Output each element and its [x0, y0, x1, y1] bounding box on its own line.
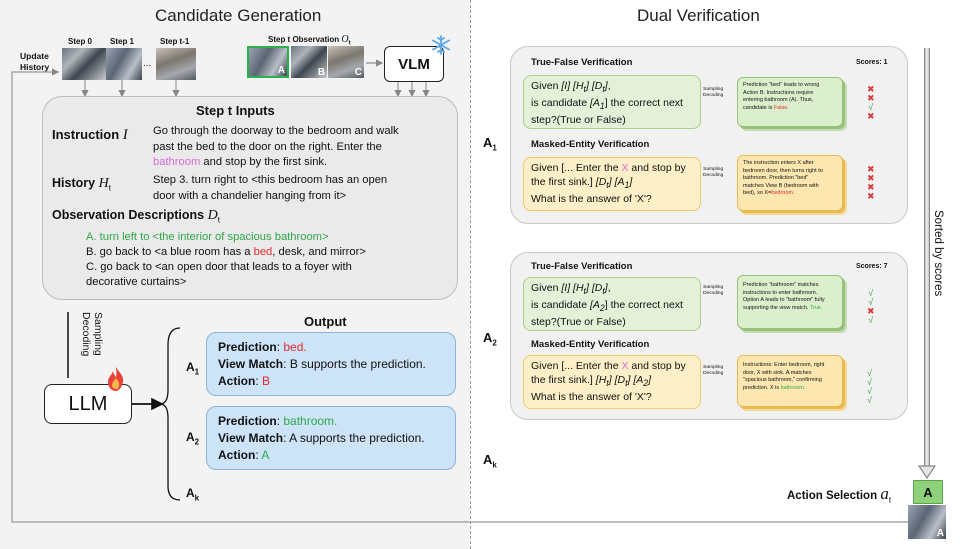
me-question-a2: Given [... Enter the X and stop by the f… [523, 355, 701, 409]
verification-label-ak: Ak [483, 452, 497, 470]
me-result-a2: Instructions: Enter bedroom, right door,… [737, 355, 843, 407]
action-selection-label: Action Selection at [787, 484, 892, 505]
candidate-label-ak: Ak [186, 486, 200, 503]
tf-result-a2: Prediction "bathroom" matches instructio… [737, 275, 843, 329]
history-ellipsis: ... [143, 58, 152, 69]
candidate-generation-title: Candidate Generation [155, 6, 322, 25]
observation-label: Step t Observation Ot [268, 34, 351, 47]
tf-question-a1: Given [I] [Ht] [Dt], is candidate [A1] t… [523, 75, 701, 129]
observation-frame-c: C [328, 46, 364, 78]
observation-options: A. turn left to <the interior of spaciou… [86, 230, 452, 290]
frozen-snowflake-icon [432, 35, 450, 55]
observation-descriptions-label: Observation Descriptions Dt [52, 208, 220, 225]
score-a1: Scores: 1 [856, 59, 888, 66]
trainable-fire-icon [108, 367, 124, 391]
observation-frame-a: A [247, 46, 289, 78]
tf-marks-a1: ✖ ✖ √ ✖ [867, 84, 875, 121]
verification-label-a1: A1 [483, 135, 497, 153]
option-a: A. turn left to <the interior of spaciou… [86, 231, 329, 243]
dual-verification-title: Dual Verification [637, 6, 760, 25]
panel-divider [470, 0, 471, 549]
history-frame-t-1 [156, 48, 196, 80]
tf-question-a2: Given [I] [Ht] [Dt], is candidate [A2] t… [523, 277, 701, 331]
step-label-1: Step 1 [110, 37, 135, 46]
option-b: B. go back to <a blue room has a bed, de… [86, 246, 366, 258]
history-label: History Ht [52, 176, 111, 193]
selected-action-box: A [913, 480, 943, 504]
me-marks-a1: ✖ ✖ ✖ ✖ [867, 164, 875, 201]
candidate-output-a2: Prediction: bathroom. View Match: A supp… [206, 406, 456, 470]
candidate-bracket [159, 327, 181, 501]
candidate-label-a2: A2 [186, 430, 200, 447]
step-label-0: Step 0 [68, 37, 93, 46]
tf-marks-a2: √ √ ✖ √ [867, 288, 875, 325]
sorted-by-scores-label: Sorted by scores [932, 210, 944, 297]
me-question-a1: Given [... Enter the X and stop by the f… [523, 157, 701, 211]
vlm-box: VLM [384, 46, 444, 82]
instruction-label: Instruction I [52, 127, 128, 143]
me-result-a1: The instruction enters X after bedroom d… [737, 155, 843, 211]
verification-block-a1: True-False Verification Scores: 1 Given … [510, 46, 908, 224]
update-history-label: Update History [20, 51, 50, 72]
tf-title-a1: True-False Verification [531, 57, 633, 68]
sampling-decoding-label: Sampling Decoding [80, 312, 104, 357]
me-marks-a2: √ √ √ √ [867, 368, 872, 405]
instruction-text: Go through the doorway to the bedroom an… [153, 125, 399, 168]
step-inputs-title: Step t Inputs [196, 103, 275, 118]
observation-frame-b: B [291, 46, 327, 78]
tf-result-a1: Prediction "bed" leads to wrong Action B… [737, 77, 843, 127]
verification-label-a2: A2 [483, 330, 497, 348]
score-a2: Scores: 7 [856, 263, 888, 270]
me-title-a2: Masked-Entity Verification [531, 339, 650, 350]
history-frame-0 [62, 48, 106, 80]
history-frame-1 [106, 48, 142, 80]
update-history-feedback-line [11, 68, 908, 523]
candidate-label-a1: A1 [186, 360, 200, 377]
step-label-t-1: Step t-1 [160, 37, 190, 46]
selected-view-frame: A [908, 505, 946, 539]
tf-title-a2: True-False Verification [531, 261, 633, 272]
verification-block-a2: True-False Verification Scores: 7 Given … [510, 252, 908, 420]
option-c: C. go back to <an open door that leads t… [86, 261, 352, 273]
me-title-a1: Masked-Entity Verification [531, 139, 650, 150]
candidate-output-a1: Prediction: bed. View Match: B supports … [206, 332, 456, 396]
output-title: Output [304, 314, 347, 329]
step-inputs-box [42, 96, 458, 300]
history-text: Step 3. turn right to <this bedroom has … [153, 174, 388, 202]
